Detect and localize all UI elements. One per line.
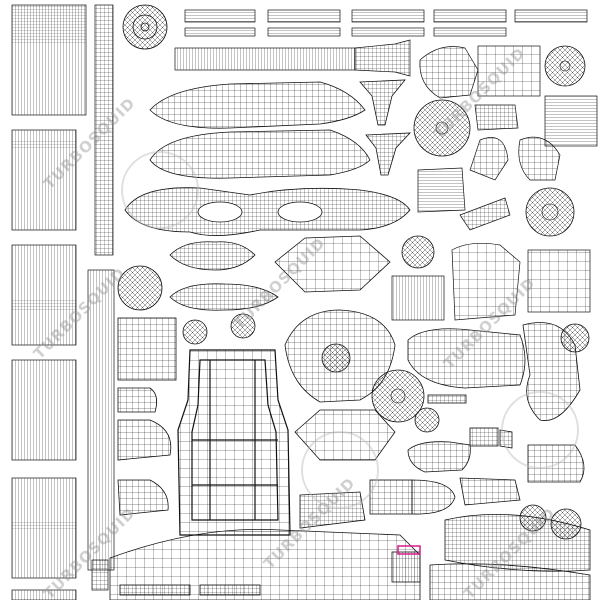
wheel-shape [122,4,168,50]
lozenge-shapes [274,235,396,461]
highlight-piece [391,545,421,583]
bottom-parts [109,477,591,600]
vertical-strip [87,4,115,591]
left-panel-column [11,4,87,600]
mid-right-panels [391,243,591,321]
left-panel-grid-overlay [12,5,86,530]
bolts [119,394,513,596]
pod-shapes [169,241,279,311]
radial-fan [284,309,396,403]
cup-shapes [407,322,585,483]
upper-right-parts [417,45,598,231]
small-parts-left [117,317,177,516]
horn-shapes [359,79,411,176]
disc-centers [390,60,571,404]
long-rod [174,39,411,77]
top-bars [184,9,588,37]
hull-shapes [124,81,411,236]
seat-frame [177,349,291,536]
